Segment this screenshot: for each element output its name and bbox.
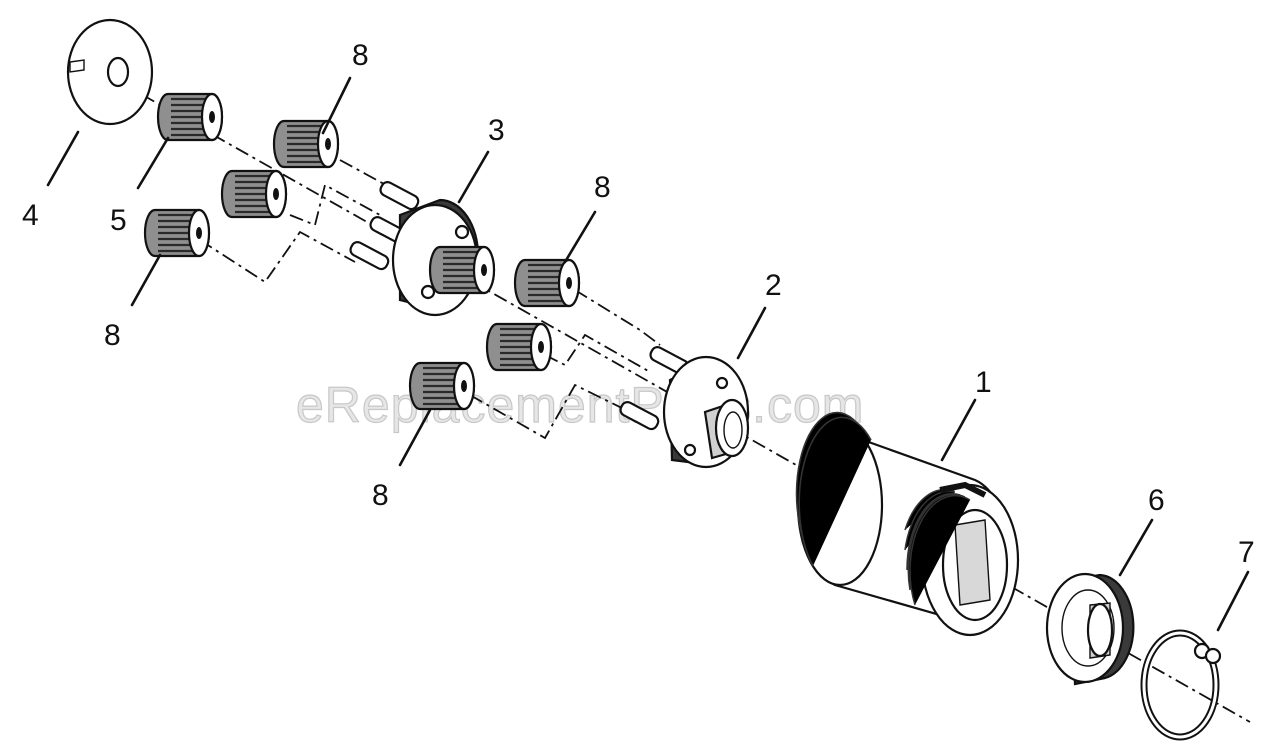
alignment-line-right-upper [574,289,661,346]
planet-gear-icon [428,245,496,295]
callout-1: 1 [975,366,992,399]
leader-line-8c [563,210,597,264]
gear-carrier-icon [619,346,750,469]
leader-line-7 [1216,570,1250,632]
leader-line-3 [457,150,490,204]
alignment-line-lower [199,230,356,284]
callout-4: 4 [22,199,39,232]
callout-7: 7 [1238,536,1255,569]
ball-bearing-icon [1045,572,1135,686]
alignment-line-mid [289,183,381,227]
planet-gear-icon [485,322,553,372]
leader-line-8b [130,253,162,307]
retaining-ring-icon [1140,629,1222,741]
callout-8-bottom: 8 [372,479,389,512]
callout-8-middle: 8 [594,171,611,204]
assembly-axis-line [94,67,1251,723]
callout-8-top: 8 [352,39,369,72]
ring-gear-housing-icon [795,411,1020,637]
callout-8-left: 8 [104,319,121,352]
leader-line-2 [736,306,767,360]
alignment-line-right-lower [469,383,631,440]
planet-gear-icon [513,258,581,308]
thrust-washer-icon [66,18,154,126]
leader-line-1 [940,398,977,462]
leader-line-6 [1118,518,1154,577]
callout-5: 5 [110,204,127,237]
watermark-text: eReplacementParts.com [296,377,864,433]
callout-6: 6 [1148,484,1165,517]
alignment-line-right-mid [544,333,651,373]
planet-gear-icon [143,208,211,258]
planet-gear-icon [220,169,288,219]
leader-line-8a [321,76,352,135]
leader-line-4 [46,130,80,187]
planet-gear-icon [408,361,476,411]
callout-2: 2 [765,269,782,302]
leader-line-5 [136,136,170,190]
callout-3: 3 [488,114,505,147]
planet-gear-icon [156,92,224,142]
planet-gear-icon [272,119,340,169]
leader-line-8d [398,408,432,467]
